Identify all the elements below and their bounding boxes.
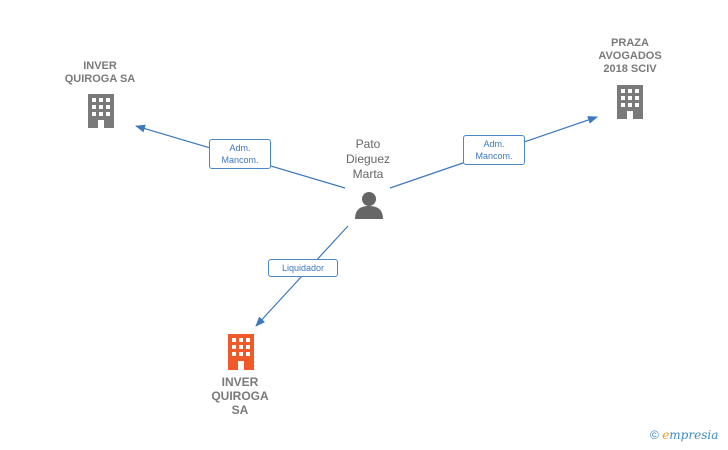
company-right-name[interactable]: PRAZA AVOGADOS 2018 SCIV: [598, 37, 662, 75]
building-icon[interactable]: [226, 334, 256, 370]
company-main-name[interactable]: INVER QUIROGA SA: [211, 375, 269, 417]
brand-name: mpresia: [669, 428, 719, 442]
edge-label-adm-mancom-left: Adm. Mancom.: [209, 139, 271, 169]
company-left-name[interactable]: INVER QUIROGA SA: [64, 60, 136, 85]
copyright-symbol: ©: [650, 428, 659, 442]
brand-e-letter: e: [662, 428, 670, 442]
building-icon[interactable]: [615, 85, 645, 119]
building-icon[interactable]: [86, 94, 116, 128]
person-name[interactable]: Pato Dieguez Marta: [345, 137, 391, 181]
empresia-logo[interactable]: © empresia: [650, 428, 718, 442]
edge-label-liquidador: Liquidador: [268, 259, 338, 277]
person-icon[interactable]: [354, 191, 384, 219]
edge-label-adm-mancom-right: Adm. Mancom.: [463, 135, 525, 165]
